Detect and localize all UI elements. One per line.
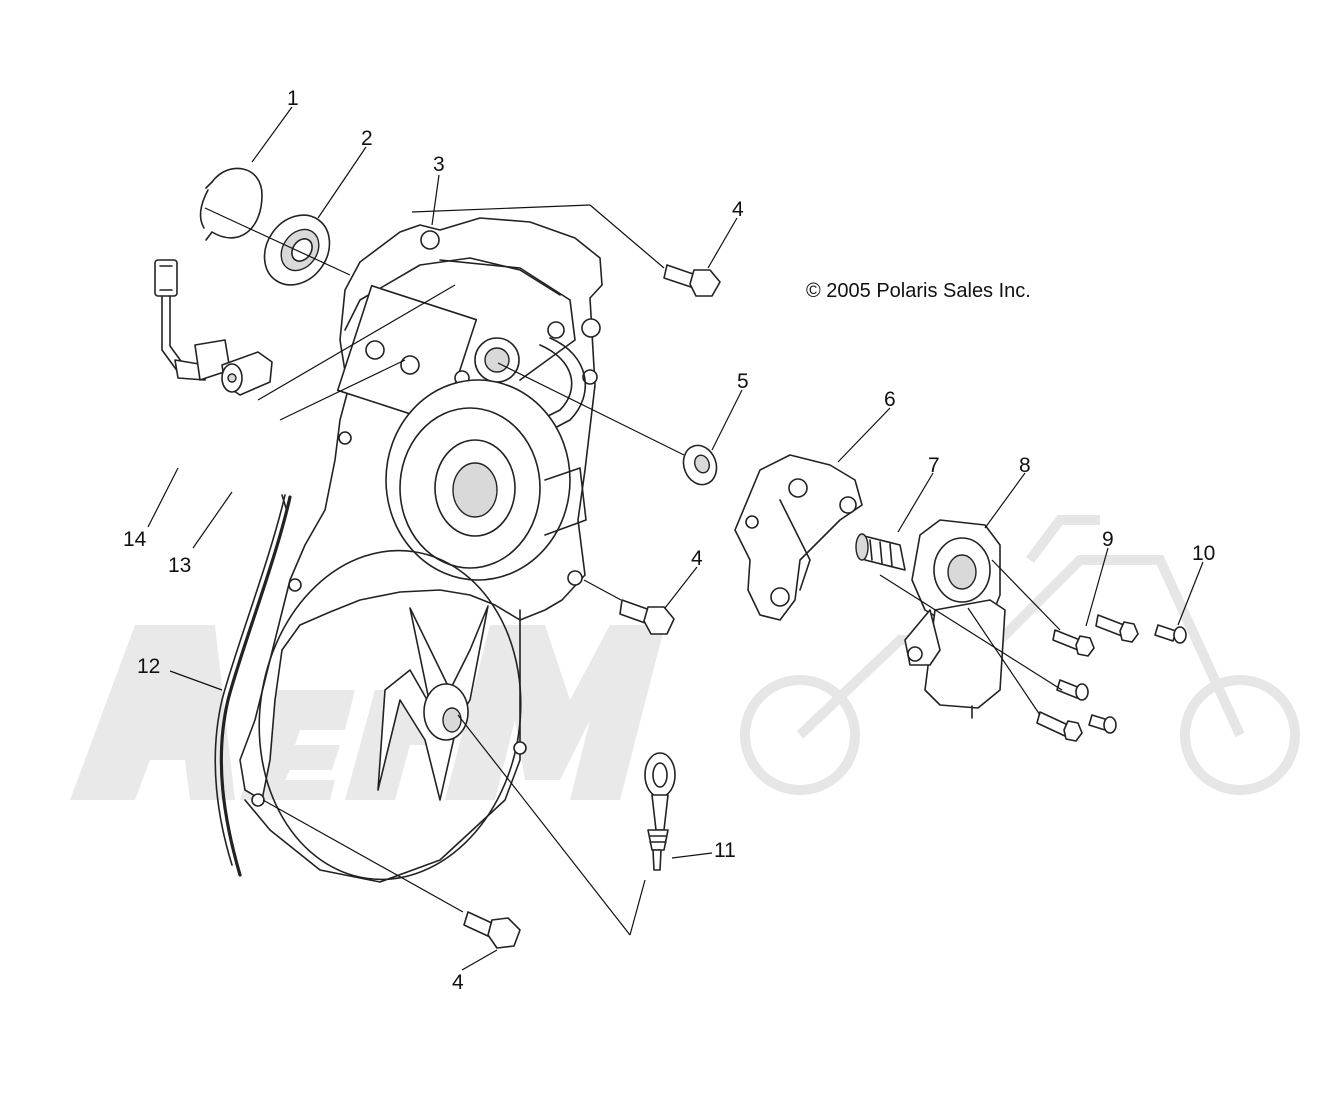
bracket-part-6	[734, 454, 863, 621]
seal-part-2	[263, 214, 331, 286]
motor-part-8	[904, 519, 1006, 719]
coupler-part-7	[855, 533, 906, 571]
callout-4-middle: 4	[691, 547, 703, 570]
gear-case-cover-part-3	[239, 217, 603, 883]
screw-part-9-lower	[1036, 679, 1117, 742]
callout-2: 2	[361, 127, 373, 150]
fitting-part-13	[221, 351, 273, 396]
callout-4-bottom: 4	[452, 971, 464, 994]
bolt-part-4-top	[663, 264, 721, 297]
callout-6: 6	[884, 388, 896, 411]
screw-part-10	[1154, 624, 1187, 644]
callout-5: 5	[737, 370, 749, 393]
callout-4-top: 4	[732, 198, 744, 221]
watermark-logo	[70, 515, 1300, 800]
callout-9: 9	[1102, 528, 1114, 551]
bolt-part-4-middle	[619, 599, 675, 635]
callout-labels: 1 2 3 4 5 6 7 8 4 9 10 14 13 12 11 4	[123, 87, 1215, 994]
callout-13: 13	[168, 554, 191, 577]
callout-14: 14	[123, 528, 147, 551]
callout-1: 1	[287, 87, 299, 110]
bolt-part-4-bottom	[463, 911, 521, 949]
callout-7: 7	[928, 454, 940, 477]
snap-ring-part-1	[199, 167, 263, 241]
callout-10: 10	[1192, 542, 1215, 565]
connector-part-14	[154, 259, 231, 381]
wire-harness-part-12	[214, 494, 292, 877]
callout-8: 8	[1019, 454, 1031, 477]
sensor-part-11	[644, 752, 676, 871]
callout-11: 11	[714, 839, 736, 862]
copyright-notice: © 2005 Polaris Sales Inc.	[806, 280, 1031, 302]
leader-lines	[147, 106, 1204, 971]
washer-part-5	[682, 444, 718, 486]
callout-12: 12	[137, 655, 160, 678]
callout-3: 3	[433, 153, 445, 176]
screw-part-9	[1052, 614, 1139, 657]
